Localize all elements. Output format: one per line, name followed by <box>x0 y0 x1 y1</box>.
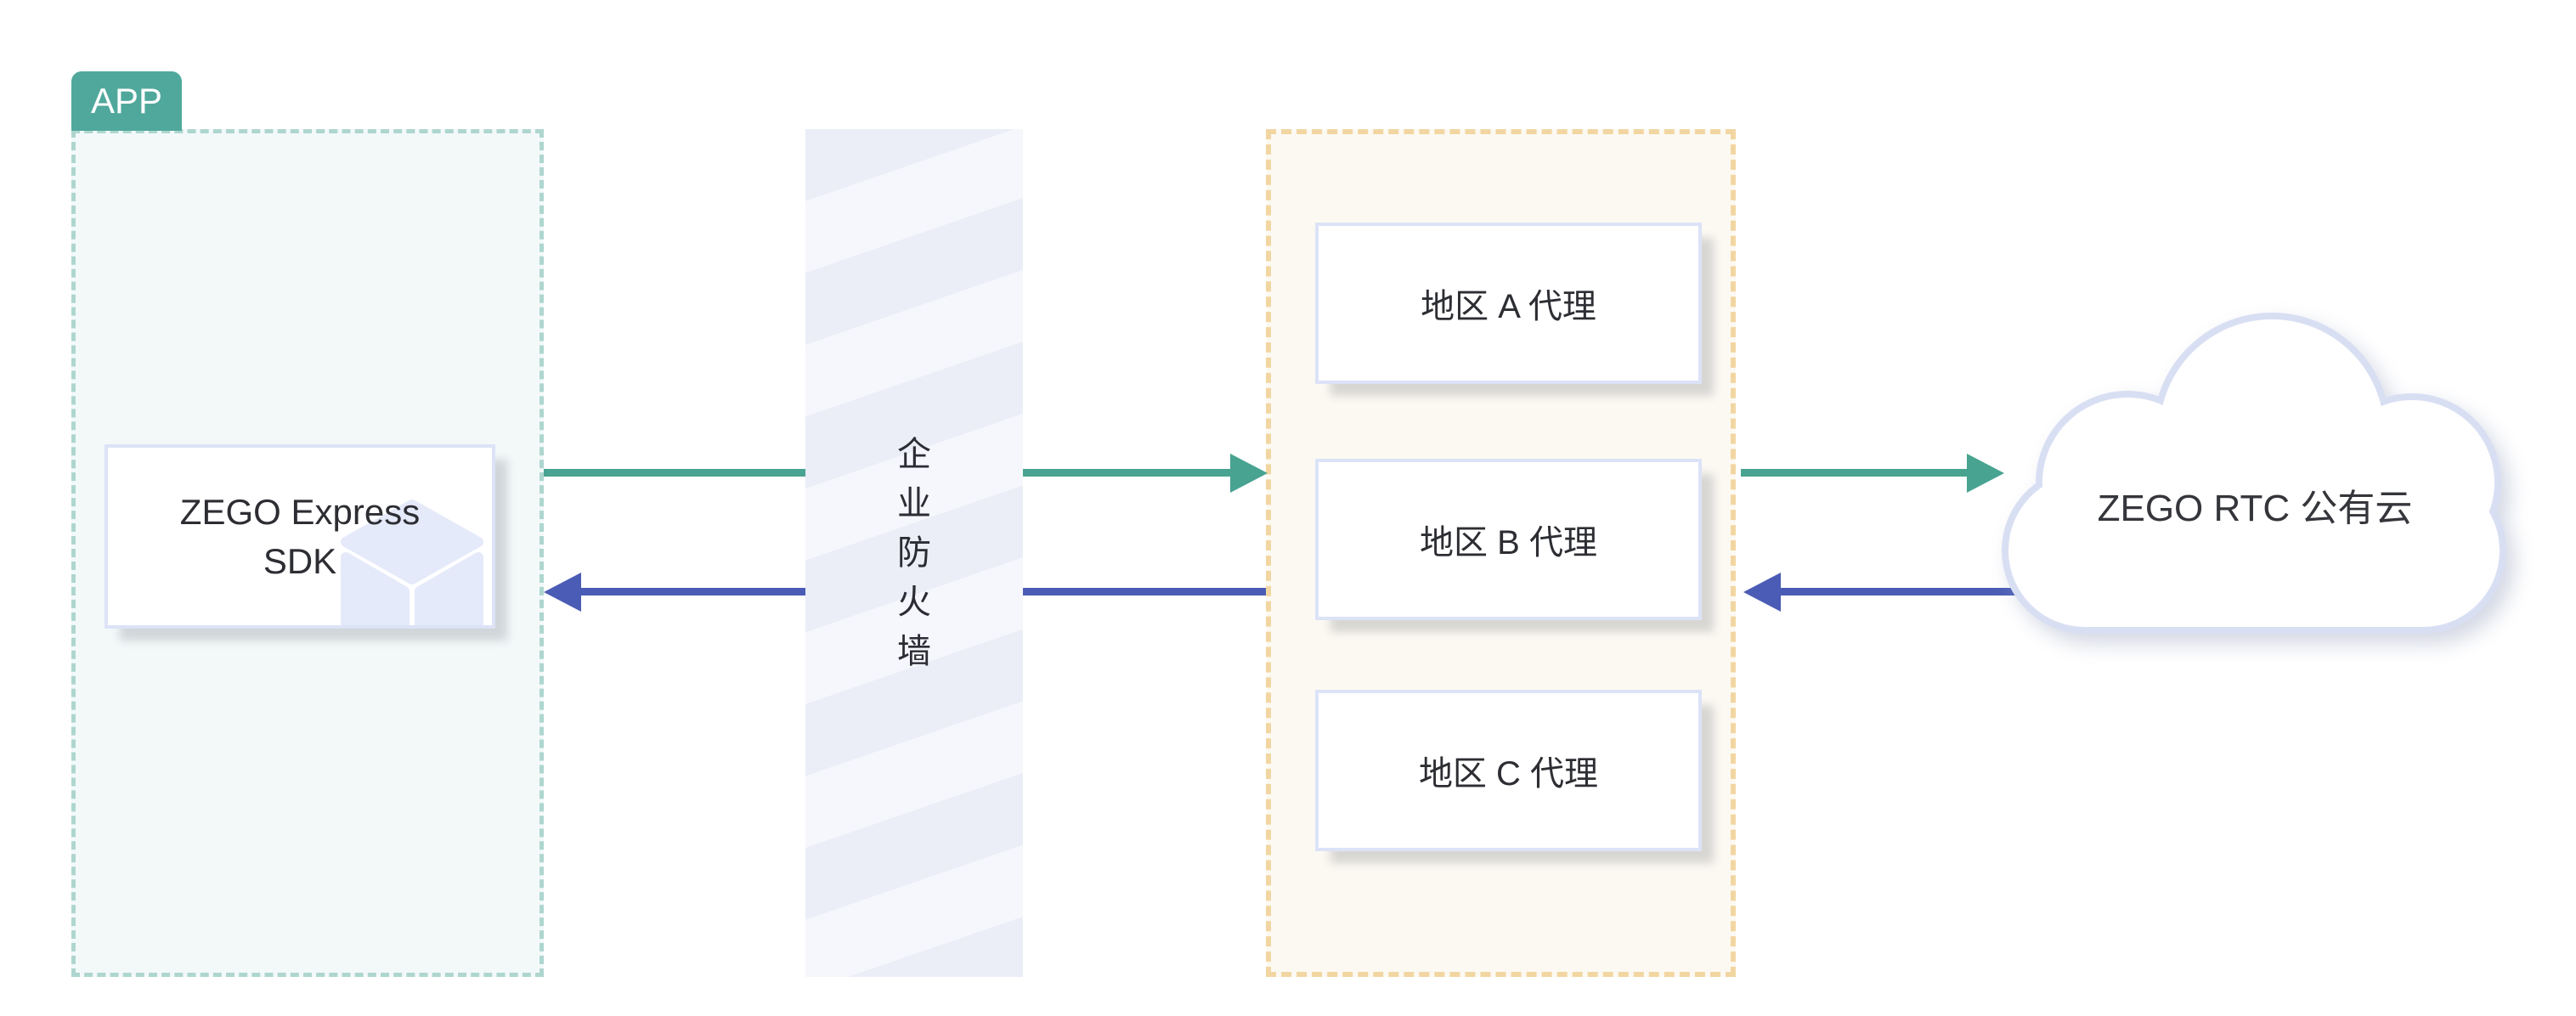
arrow-uplink-app-to-proxy-head <box>1230 454 1268 493</box>
firewall-char: 墙 <box>897 633 931 670</box>
proxy-node-region-a: 地区 A 代理 <box>1315 223 1702 384</box>
proxy-node-region-b: 地区 B 代理 <box>1315 459 1702 620</box>
proxy-node-label: 地区 B 代理 <box>1420 524 1597 562</box>
proxy-node-region-c: 地区 C 代理 <box>1315 690 1702 851</box>
arrow-uplink-proxy-to-cloud-head <box>1967 454 2004 493</box>
zego-sdk-label-line2: SDK <box>263 540 337 581</box>
enterprise-firewall-bar: 企 业 防 火 墙 <box>805 129 1023 977</box>
cube-3d-icon <box>341 500 483 625</box>
firewall-char: 防 <box>897 534 931 572</box>
proxy-node-label: 地区 C 代理 <box>1418 755 1599 793</box>
firewall-char: 火 <box>897 584 931 621</box>
arrow-downlink-proxy-to-app-head <box>544 573 581 612</box>
zego-sdk-label-line1: ZEGO Express <box>179 491 421 532</box>
zego-sdk-label: ZEGO Express SDK <box>180 488 420 586</box>
firewall-char: 企 <box>897 436 931 473</box>
zego-express-sdk-node: ZEGO Express SDK <box>105 444 495 629</box>
firewall-char: 业 <box>897 485 931 522</box>
app-tag-label: APP <box>90 81 163 121</box>
cloud-icon <box>2002 313 2506 634</box>
proxy-node-label: 地区 A 代理 <box>1421 288 1596 325</box>
cloud-label: ZEGO RTC 公有云 <box>2097 488 2413 529</box>
arrow-downlink-cloud-to-proxy-line <box>1781 588 2015 595</box>
arrow-downlink-cloud-to-proxy-head <box>1743 573 1781 612</box>
app-group-tag: APP <box>71 71 182 131</box>
arrow-uplink-proxy-to-cloud-line <box>1741 469 1969 477</box>
